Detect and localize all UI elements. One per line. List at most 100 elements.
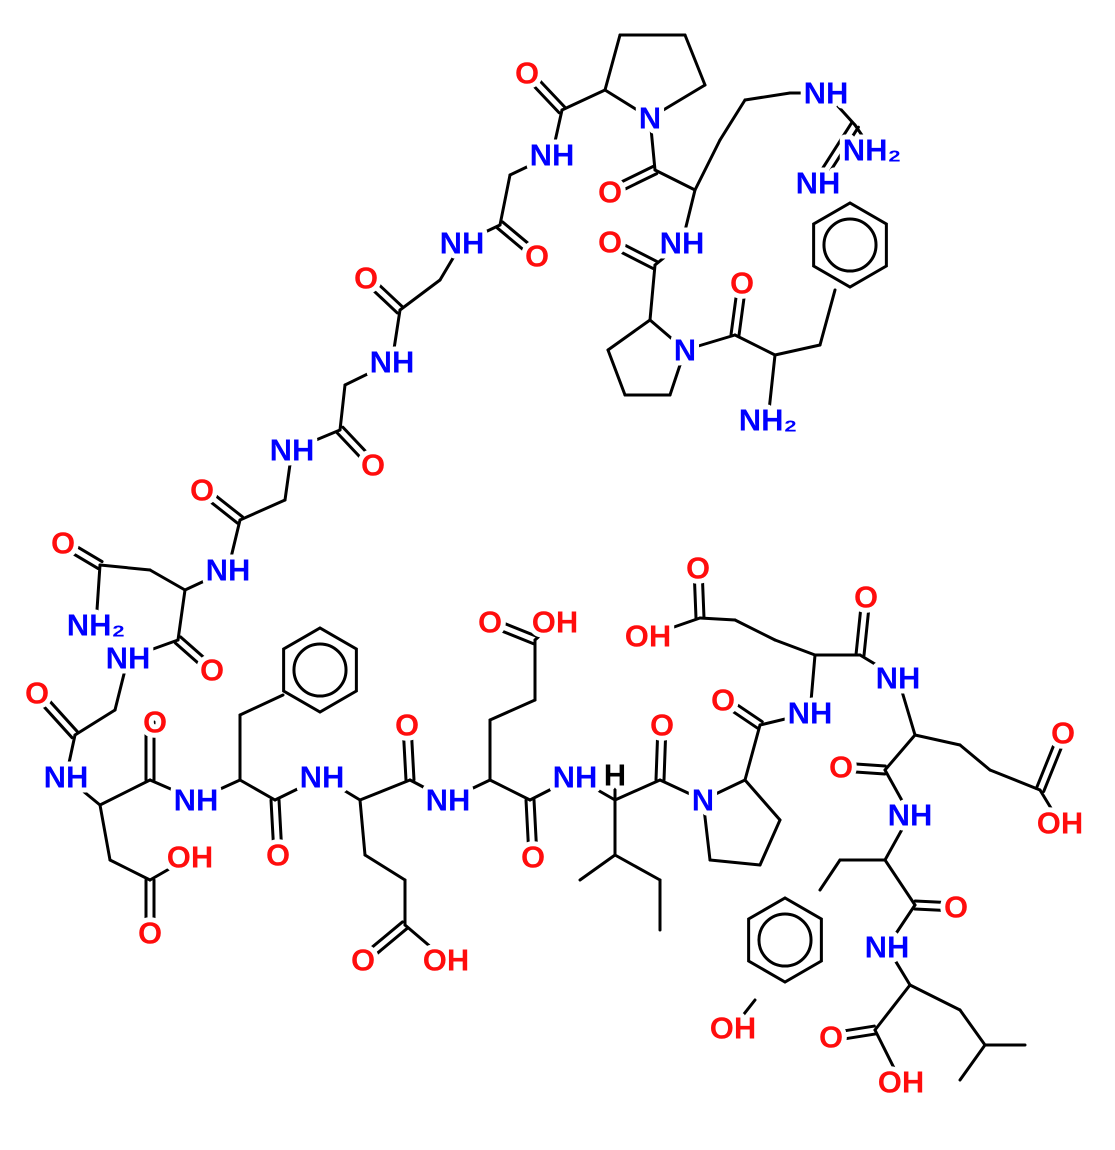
bond	[358, 798, 367, 857]
atom-label-o: O	[711, 683, 735, 718]
bond	[854, 595, 864, 657]
atom-label-o: O	[395, 708, 419, 743]
bond	[176, 588, 187, 642]
bond	[883, 813, 912, 862]
bond	[683, 33, 707, 87]
bond	[743, 91, 792, 102]
bond	[701, 778, 747, 802]
bond	[819, 125, 860, 187]
bond	[718, 98, 747, 142]
bond	[883, 733, 917, 772]
bond	[858, 653, 900, 680]
atom-label-n: NH	[426, 783, 471, 818]
bond	[238, 498, 287, 522]
atom-label-n: NH	[530, 138, 575, 173]
bond	[460, 223, 502, 245]
atom-label-o: O	[686, 551, 710, 586]
bond	[495, 226, 536, 261]
bond	[489, 616, 538, 638]
bond	[446, 778, 492, 802]
atom-label-o: O	[521, 840, 545, 875]
bond	[606, 318, 652, 352]
bond	[958, 1008, 987, 1047]
bond	[885, 945, 912, 987]
atom-label-o: OH	[532, 605, 579, 640]
bond	[719, 701, 760, 730]
bond	[488, 698, 537, 722]
bond	[683, 333, 737, 352]
atom-label-n: N	[692, 783, 714, 818]
bond	[358, 920, 404, 959]
bond	[409, 723, 416, 782]
atom-label-o: O	[266, 838, 290, 873]
benzene-ring	[282, 626, 358, 714]
bond	[363, 853, 407, 882]
bond	[606, 164, 655, 190]
atom-label-o: O	[361, 448, 385, 483]
atom-label-n: NH	[865, 930, 910, 965]
bond	[988, 768, 1042, 792]
bond	[653, 168, 697, 192]
atom-label-n: NH	[788, 696, 833, 731]
atom-label-o: OH	[167, 840, 214, 875]
bond	[522, 74, 561, 115]
bond	[126, 638, 180, 660]
aromatic-rings	[282, 201, 888, 984]
atom-label-n: NH	[796, 166, 841, 201]
bond	[573, 775, 617, 802]
bond	[646, 616, 702, 638]
bond	[269, 798, 276, 857]
bond	[179, 635, 217, 669]
bond	[550, 108, 564, 157]
bond	[648, 318, 687, 352]
bond	[94, 563, 102, 627]
bond	[338, 383, 347, 432]
bond	[885, 903, 917, 949]
atom-label-o: O	[354, 261, 378, 296]
bond	[701, 798, 712, 862]
atom-label-n: NH	[876, 661, 921, 696]
bond	[613, 853, 662, 882]
atom-label-o: O	[515, 56, 539, 91]
bond	[364, 926, 410, 965]
bond	[648, 116, 657, 172]
bond	[662, 723, 668, 782]
bond	[560, 88, 607, 112]
bond	[824, 91, 857, 127]
bond	[648, 83, 707, 120]
bond	[743, 778, 782, 822]
bond	[73, 708, 117, 737]
atom-label-o: O	[190, 473, 214, 508]
bond	[202, 485, 244, 519]
atom-label-o: O	[351, 943, 375, 978]
atom-label-o: OH	[423, 943, 470, 978]
atom-label-n: NH	[174, 783, 219, 818]
bond	[654, 723, 660, 782]
bond	[198, 491, 240, 525]
bond	[335, 431, 372, 470]
bond	[528, 68, 567, 109]
atom-label-n: NH₂	[843, 133, 902, 168]
bond	[438, 241, 464, 282]
bond	[408, 778, 450, 802]
bond	[808, 653, 817, 715]
bond	[610, 172, 659, 198]
bond	[818, 858, 842, 892]
bond	[98, 803, 112, 862]
atom-label-o: O	[478, 605, 502, 640]
bond	[148, 778, 198, 802]
bond	[603, 88, 652, 120]
bond	[290, 428, 342, 452]
atom-label-n: NH₂	[739, 403, 798, 438]
bonds	[32, 33, 1069, 1084]
atom-label-o: O	[819, 1020, 843, 1055]
aromatic-circle	[822, 217, 878, 273]
bond	[883, 858, 917, 907]
bond	[403, 923, 448, 962]
bond	[913, 733, 962, 747]
bond	[64, 733, 77, 779]
atom-label-o: O	[598, 225, 622, 260]
bond	[533, 620, 557, 642]
